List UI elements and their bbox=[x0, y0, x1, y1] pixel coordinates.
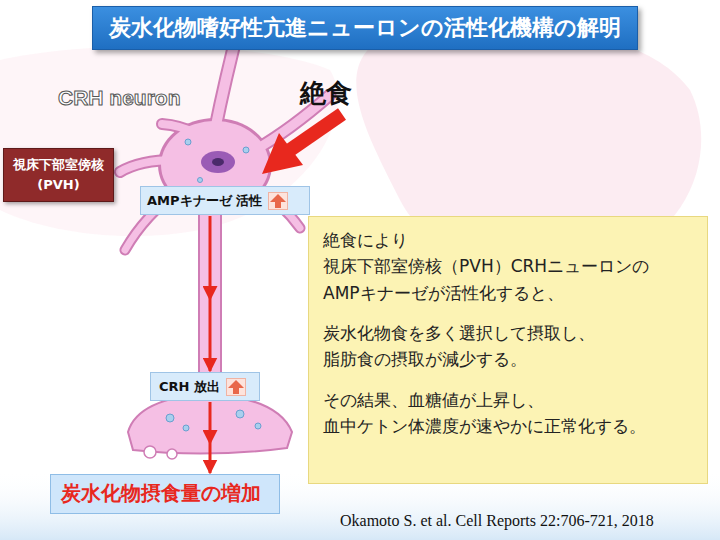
node-text: 絶食により 視床下部室傍核（PVH）CRHニューロンの AMPキナーゼが活性化す… bbox=[323, 227, 693, 306]
result-box: 炭水化物摂食量の増加 bbox=[50, 474, 280, 514]
node-text: 炭水化物食を多く選択して摂取し、 脂肪食の摂取が減少する。 bbox=[323, 320, 693, 373]
node-text: その結果、血糖値が上昇し、 血中ケトン体濃度が速やかに正常化する。 bbox=[323, 387, 693, 440]
node-text: 視床下部室傍核 (PVH) bbox=[12, 155, 105, 194]
up-arrow bbox=[270, 194, 286, 208]
stimulus-label: 絶食 bbox=[300, 76, 352, 111]
explanation-box: 絶食により 視床下部室傍核（PVH）CRHニューロンの AMPキナーゼが活性化す… bbox=[308, 216, 708, 484]
process-box: AMPキナーゼ 活性 bbox=[140, 186, 310, 215]
increase-icon bbox=[268, 192, 288, 210]
up-arrow bbox=[228, 380, 244, 394]
title-text: 炭水化物嗜好性亢進ニューロンの活性化機構の解明 bbox=[109, 13, 621, 43]
neuron-label: CRH neuron bbox=[58, 86, 181, 110]
icon-ground bbox=[226, 378, 245, 395]
node-text: CRH 放出 bbox=[159, 378, 220, 396]
title-banner: 炭水化物嗜好性亢進ニューロンの活性化機構の解明 bbox=[92, 6, 638, 50]
process-box: CRH 放出 bbox=[150, 372, 260, 401]
icon-ground bbox=[269, 192, 288, 209]
node-text: 炭水化物摂食量の増加 bbox=[61, 480, 269, 507]
terminal-notch bbox=[144, 446, 177, 459]
increase-icon bbox=[226, 378, 246, 396]
citation: Okamoto S. et al. Cell Reports 22:706-72… bbox=[340, 512, 654, 530]
flow-arrow bbox=[209, 216, 212, 371]
nucleolus bbox=[212, 158, 224, 166]
neuron-fill bbox=[120, 22, 330, 402]
background-shape bbox=[0, 46, 338, 236]
neuron-outline bbox=[120, 22, 330, 400]
region-box: 視床下部室傍核 (PVH) bbox=[3, 148, 114, 202]
node-text: AMPキナーゼ 活性 bbox=[147, 192, 262, 210]
fasting-arrow bbox=[290, 114, 342, 150]
flow-arrow bbox=[209, 402, 212, 473]
fasting-arrowhead bbox=[262, 133, 303, 174]
nucleus bbox=[201, 151, 235, 173]
